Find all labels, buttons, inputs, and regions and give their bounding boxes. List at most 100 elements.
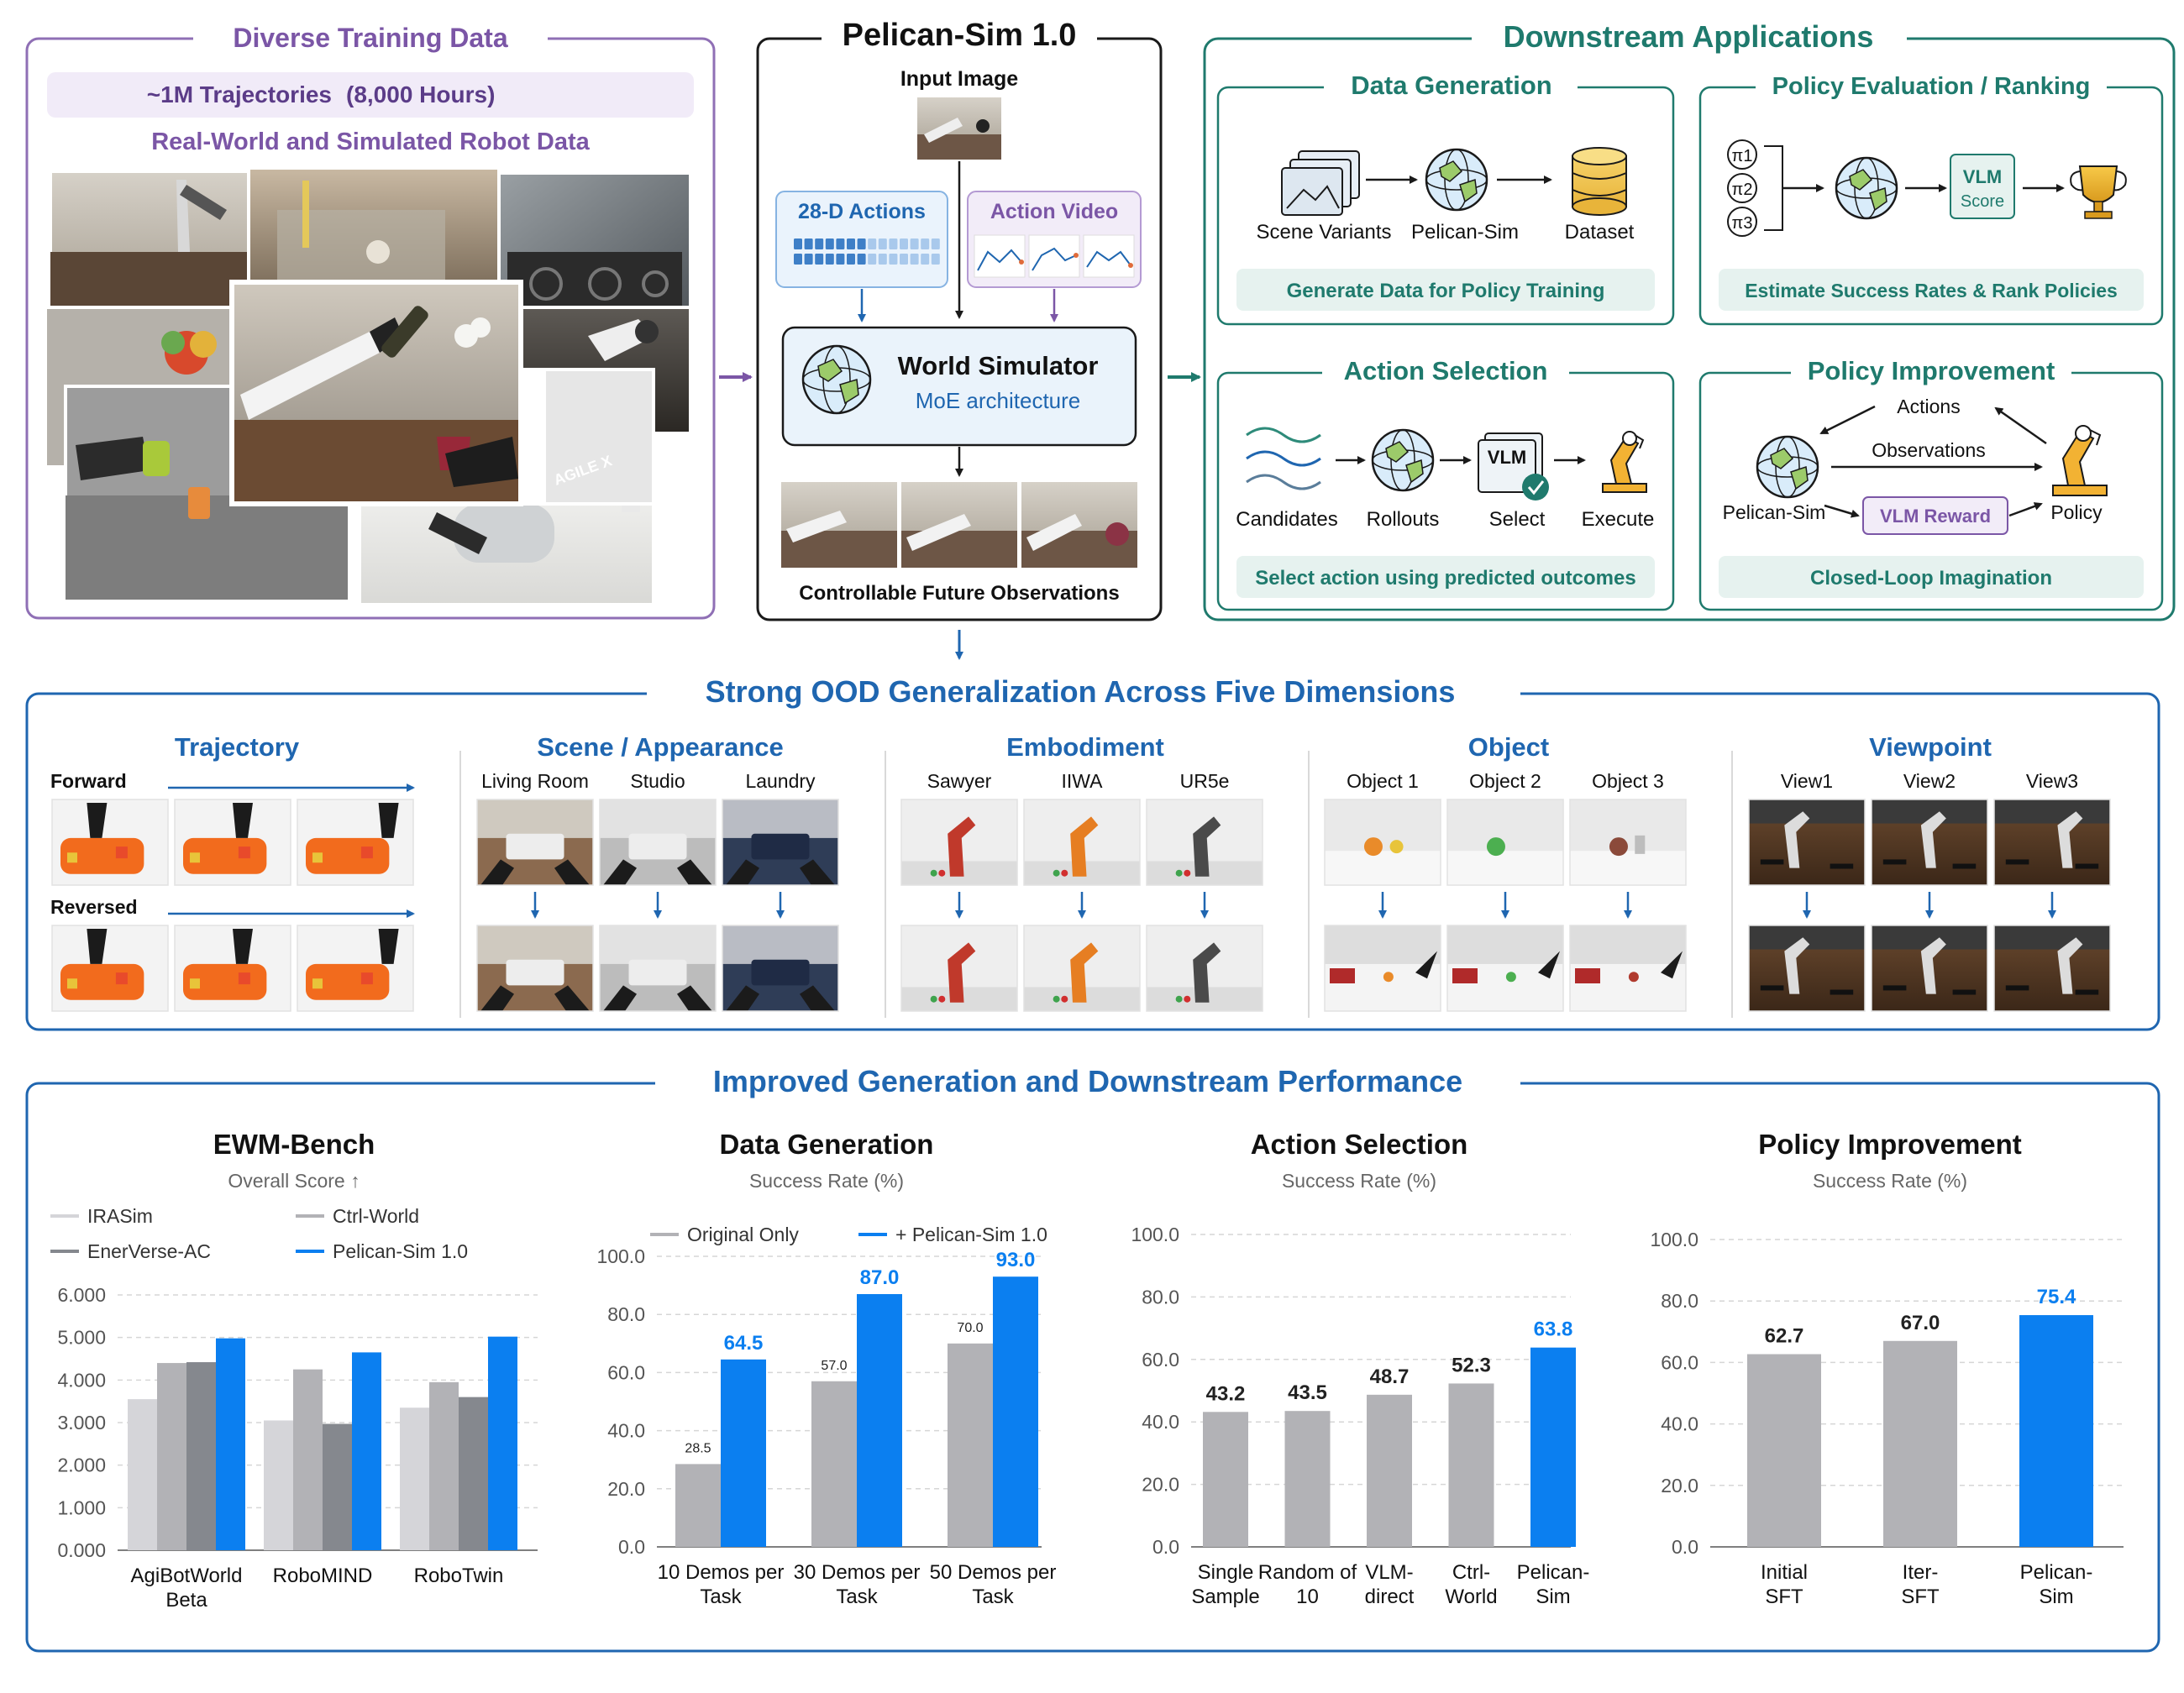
object-col-label: Object 1 [1347, 770, 1419, 792]
actions-label: 28-D Actions [798, 200, 926, 223]
action-cell [889, 254, 898, 265]
embodiment-col-label: IIWA [1062, 770, 1104, 792]
action-cell [878, 238, 887, 249]
actions-grid-icon [794, 238, 940, 265]
ood-frame [1324, 799, 1441, 886]
ood-frame [1023, 925, 1141, 1012]
globe-icon [1835, 156, 1898, 220]
x-tick-label: Sim [1536, 1586, 1570, 1608]
bar [1747, 1354, 1821, 1547]
bar [488, 1336, 517, 1550]
sim-title: Pelican-Sim 1.0 [843, 18, 1077, 53]
ood-frame [599, 925, 717, 1012]
ood-frame [1146, 925, 1263, 1012]
ood-frame [722, 799, 839, 886]
chart-subtitle: Overall Score ↑ [228, 1170, 360, 1192]
y-tick-label: 100.0 [1131, 1224, 1179, 1245]
globe-icon [1756, 435, 1819, 499]
viewpoint-frames [1748, 799, 2111, 1012]
y-tick-label: 4.000 [57, 1369, 106, 1391]
y-tick-label: 2.000 [57, 1455, 106, 1476]
data-label: 63.8 [1534, 1318, 1573, 1341]
action-selection-card: Action Selection VLM [1216, 354, 1675, 611]
action-cell [847, 238, 855, 249]
ood-frame [51, 925, 169, 1012]
moe-label: MoE architecture [916, 388, 1081, 413]
action-cell [931, 254, 940, 265]
ood-frame [1324, 925, 1441, 1012]
action-cell [921, 254, 930, 265]
rollouts-label: Rollouts [1367, 508, 1440, 531]
output-label: Controllable Future Observations [799, 582, 1119, 605]
action-cell [794, 254, 802, 265]
ood-frame [1871, 925, 1988, 1012]
bar [2019, 1315, 2093, 1547]
bar [216, 1338, 245, 1550]
select-label: Select [1489, 508, 1546, 531]
ood-scene: Scene / Appearance Living Room Studio La… [476, 732, 839, 1012]
photo-kitchen-arm [49, 170, 254, 316]
x-tick-label: Sample [1191, 1586, 1259, 1608]
action-cell [794, 238, 802, 249]
embodiment-title: Embodiment [1006, 732, 1164, 762]
ood-frame [174, 925, 291, 1012]
photo-wine-pour [229, 280, 523, 506]
bar [1530, 1347, 1576, 1547]
legend-label: EnerVerse-AC [87, 1240, 211, 1262]
y-tick-label: 60.0 [607, 1361, 645, 1383]
legend-label: Pelican-Sim 1.0 [333, 1240, 468, 1262]
database-icon [1572, 147, 1627, 216]
action-cell [847, 254, 855, 265]
ood-title: Strong OOD Generalization Across Five Di… [706, 674, 1456, 709]
y-tick-label: 100.0 [1650, 1229, 1698, 1250]
x-tick-label: RoboMIND [273, 1565, 373, 1587]
action-cell [921, 238, 930, 249]
photo-stove [497, 171, 692, 321]
legend-label: IRASim [87, 1205, 153, 1227]
ood-panel: Strong OOD Generalization Across Five Di… [25, 672, 2160, 1031]
y-tick-label: 3.000 [57, 1412, 106, 1434]
action-selection-banner: Select action using predicted outcomes [1255, 567, 1635, 590]
globe-icon [801, 344, 872, 415]
training-data-panel: Diverse Training Data ~1M Trajectories (… [25, 22, 716, 620]
legend-label: Ctrl-World [333, 1205, 419, 1227]
bar [1203, 1412, 1248, 1547]
bar [186, 1362, 216, 1550]
action-video-label: Action Video [990, 200, 1118, 223]
vlm-select-label: VLM [1488, 447, 1526, 468]
action-cell [815, 254, 824, 265]
y-tick-label: 40.0 [607, 1420, 645, 1442]
viewpoint-col-label: View2 [1903, 770, 1956, 792]
ood-frame [1569, 799, 1687, 886]
pi1-label: π1 [1732, 147, 1753, 165]
performance-title: Improved Generation and Downstream Perfo… [713, 1064, 1462, 1098]
y-tick-label: 80.0 [1661, 1290, 1698, 1312]
action-cell [857, 238, 866, 249]
data-label: 93.0 [996, 1249, 1036, 1271]
data-label: 87.0 [860, 1266, 900, 1289]
y-tick-label: 0.0 [618, 1536, 645, 1558]
ood-frame [1446, 799, 1564, 886]
chart-title: Policy Improvement [1758, 1129, 2022, 1160]
observations-flow-label: Observations [1872, 439, 1986, 461]
pelican-sim-panel: Pelican-Sim 1.0 Input Image 28-D Actions… [756, 15, 1163, 621]
chart-subtitle: Success Rate (%) [1282, 1170, 1436, 1192]
ood-frame [174, 799, 291, 886]
scene-variants-icon [1281, 150, 1360, 216]
action-cell [825, 238, 834, 249]
world-simulator-title: World Simulator [898, 351, 1099, 380]
y-tick-label: 40.0 [1142, 1411, 1179, 1433]
bar [811, 1381, 857, 1547]
ood-object: Object Object 1 Object 2 Object 3 [1324, 732, 1687, 1012]
data-label: 48.7 [1370, 1365, 1410, 1388]
x-tick-label: Initial [1761, 1561, 1808, 1584]
chart-title: Data Generation [720, 1129, 934, 1160]
scene-variants-label: Scene Variants [1257, 221, 1392, 244]
action-cell [868, 238, 877, 249]
training-subtitle: Real-World and Simulated Robot Data [151, 128, 590, 155]
bar [128, 1399, 157, 1550]
ood-frame [476, 925, 594, 1012]
ood-frame [1748, 925, 1866, 1012]
